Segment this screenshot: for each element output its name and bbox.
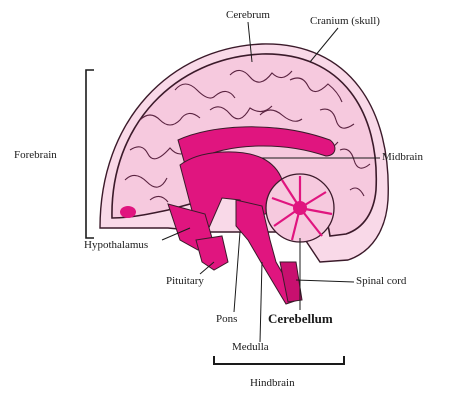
label-forebrain: Forebrain [14, 150, 57, 161]
label-medulla: Medulla [232, 342, 269, 353]
label-spinal-cord: Spinal cord [356, 276, 406, 287]
forebrain-bracket [86, 70, 94, 238]
pituitary-shape [196, 236, 228, 270]
cerebellum-shape [266, 174, 334, 242]
label-cerebrum: Cerebrum [226, 10, 270, 21]
label-pituitary: Pituitary [166, 276, 204, 287]
hindbrain-bracket [214, 356, 344, 364]
sinus-mark [120, 206, 136, 218]
label-midbrain: Midbrain [382, 152, 423, 163]
label-pons: Pons [216, 314, 237, 325]
label-hypothalamus: Hypothalamus [84, 240, 148, 251]
label-hindbrain: Hindbrain [250, 378, 295, 389]
label-cerebellum: Cerebellum [268, 312, 333, 325]
label-cranium: Cranium (skull) [310, 16, 380, 27]
